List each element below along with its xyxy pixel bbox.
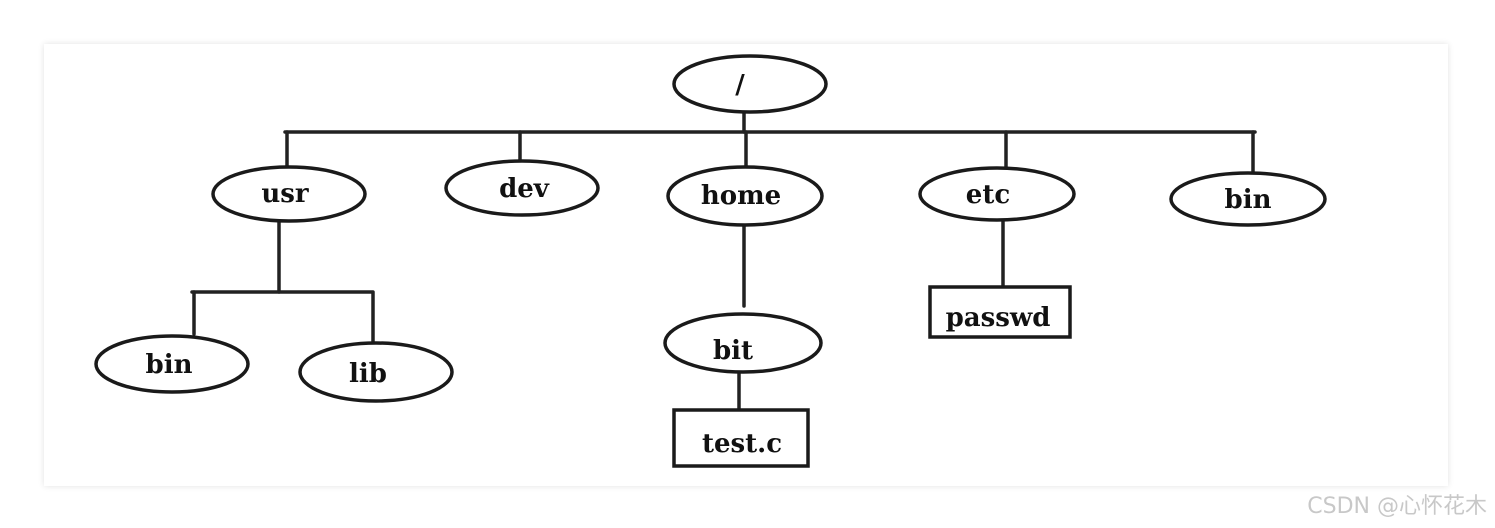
node-home-label: home (701, 181, 781, 211)
node-usr-bin: bin (94, 334, 250, 394)
node-home: home (666, 165, 824, 227)
tree-edges (190, 110, 1257, 412)
node-home-bit-label: bit (713, 336, 753, 366)
node-dev: dev (444, 159, 600, 217)
node-test-c-label: test.c (702, 429, 782, 459)
node-root-label: / (735, 70, 745, 100)
node-usr-label: usr (261, 179, 309, 209)
node-passwd: passwd (928, 285, 1072, 339)
node-etc-label: etc (966, 180, 1010, 210)
node-usr-bin-label: bin (146, 350, 193, 380)
tree-nodes: / usr dev home etc (94, 54, 1327, 468)
node-bin-label: bin (1225, 185, 1272, 215)
node-usr-lib-label: lib (349, 359, 387, 389)
node-root: / (672, 54, 828, 114)
node-etc: etc (918, 166, 1076, 222)
node-dev-label: dev (499, 174, 550, 204)
node-passwd-label: passwd (946, 303, 1051, 333)
node-home-bit: bit (663, 312, 823, 374)
node-test-c: test.c (672, 408, 810, 468)
node-bin: bin (1169, 171, 1327, 227)
node-usr-lib: lib (298, 341, 454, 403)
watermark: CSDN @心怀花木 (1307, 494, 1487, 519)
node-usr: usr (211, 165, 367, 223)
